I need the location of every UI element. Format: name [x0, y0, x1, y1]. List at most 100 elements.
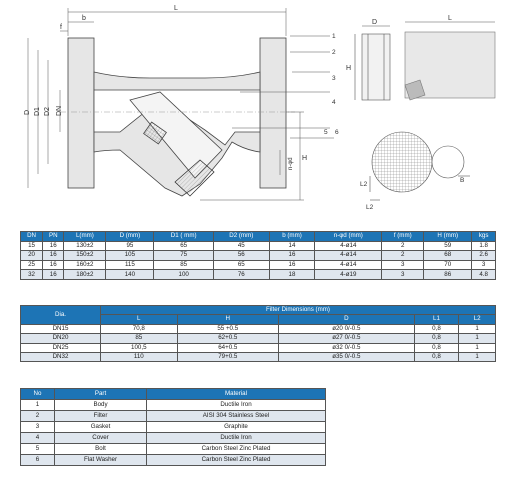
callout-2: 2: [332, 49, 336, 56]
label-d: D: [24, 110, 31, 115]
label-d-right: D: [372, 19, 377, 26]
callout-1: 1: [332, 33, 336, 40]
col-no: No: [20, 388, 55, 400]
table-cell: 75: [153, 250, 214, 261]
table-cell: ø32 0/-0.5: [277, 342, 415, 353]
table-cell: 25: [19, 259, 44, 271]
table-cell: 100: [153, 269, 214, 280]
table-cell: 76: [212, 269, 270, 280]
table-cell: 16: [268, 259, 316, 271]
table-cell: 3: [471, 259, 496, 271]
table-cell: Filter: [54, 410, 147, 422]
table-cell: 0,8: [413, 342, 460, 353]
table-cell: 14: [268, 240, 316, 252]
filter-dimensions-table: Dia. Filter Dimensions (mm) L H D L1 L2 …: [20, 304, 496, 363]
table-cell: 55 +0.5: [176, 323, 279, 335]
label-h-right: H: [346, 65, 351, 72]
table-cell: 4-ø14: [314, 250, 383, 261]
label-nd: n-φd: [288, 157, 294, 170]
left-flange: [67, 37, 95, 189]
table-cell: 85: [153, 259, 214, 271]
table-cell: Gasket: [54, 421, 147, 433]
table-cell: 62+0.5: [176, 333, 279, 344]
label-d1: D1: [34, 107, 41, 116]
table-cell: 56: [212, 250, 270, 261]
table-cell: ø27 0/-0.5: [277, 333, 415, 344]
label-l-top: L: [448, 15, 452, 22]
table-cell: 65: [153, 240, 214, 252]
col-group-filter-dimensions: Filter Dimensions (mm): [100, 304, 496, 316]
table-cell: 15: [19, 240, 44, 252]
table-cell: Body: [54, 399, 147, 411]
table-cell: 45: [212, 240, 270, 252]
table-cell: 64+0.5: [176, 342, 279, 353]
table-cell: Flat Washer: [54, 454, 147, 466]
col-kgs: kgs: [471, 231, 496, 242]
table-cell: AISI 304 Stainless Steel: [146, 410, 326, 422]
table-cell: 1: [458, 351, 496, 363]
table-cell: 20: [19, 250, 44, 261]
table-cell: 1: [20, 399, 55, 411]
screen-housing: [129, 91, 223, 179]
table-cell: 3: [381, 259, 425, 271]
dimension-lines: [27, 8, 334, 201]
dimensions-table: DN PN L(mm) D (mm) D1 ( mm) D2 (mm) b (m…: [19, 231, 496, 280]
callout-3: 3: [332, 75, 336, 82]
table-cell: 95: [105, 240, 155, 252]
table-cell: 1: [458, 333, 496, 344]
table-cell: 105: [105, 250, 155, 261]
table-cell: ø20 0/-0.5: [277, 323, 415, 335]
table-cell: 16: [42, 269, 65, 280]
table-cell: 130±2: [63, 240, 107, 252]
col-nd: n-φd (mm): [314, 231, 383, 242]
table-cell: 1.8: [471, 240, 496, 252]
col-filter-h: H: [176, 314, 279, 325]
mesh-detail: L2 L2 B: [360, 131, 470, 211]
table-cell: 6: [20, 454, 55, 466]
col-filter-l2: L2: [458, 314, 496, 325]
table-cell: ø35 0/-0.5: [277, 351, 415, 363]
table-cell: 2: [20, 410, 55, 422]
table-cell: Carbon Steel Zinc Plated: [146, 443, 326, 455]
dimension-labels: L b f D D1 D2 DN H n-φd: [24, 5, 307, 170]
label-b-right: B: [460, 177, 464, 184]
table-cell: 32: [19, 269, 44, 280]
table-header-row: Dia. Filter Dimensions (mm): [20, 304, 496, 325]
label-l: L: [174, 5, 178, 12]
table-cell: 0,8: [413, 323, 460, 335]
table-cell: Cover: [54, 432, 147, 444]
section-view: [60, 37, 295, 197]
col-b: b (mm): [268, 231, 316, 242]
col-filter-d: D: [277, 314, 415, 325]
label-l2-bottom: L2: [366, 204, 374, 211]
table-cell: 16: [42, 240, 65, 252]
table-cell: 4.8: [471, 269, 496, 280]
table-cell: 16: [42, 250, 65, 261]
label-l2: L2: [360, 181, 368, 188]
table-cell: 4: [20, 432, 55, 444]
table-cell: 160±2: [63, 259, 107, 271]
col-pn: PN: [42, 231, 65, 242]
label-h: H: [302, 155, 307, 162]
table-cell: 4-ø19: [314, 269, 383, 280]
table-cell: 110: [100, 351, 178, 363]
table-cell: DN15: [20, 323, 101, 335]
cover-plug: [174, 159, 215, 197]
